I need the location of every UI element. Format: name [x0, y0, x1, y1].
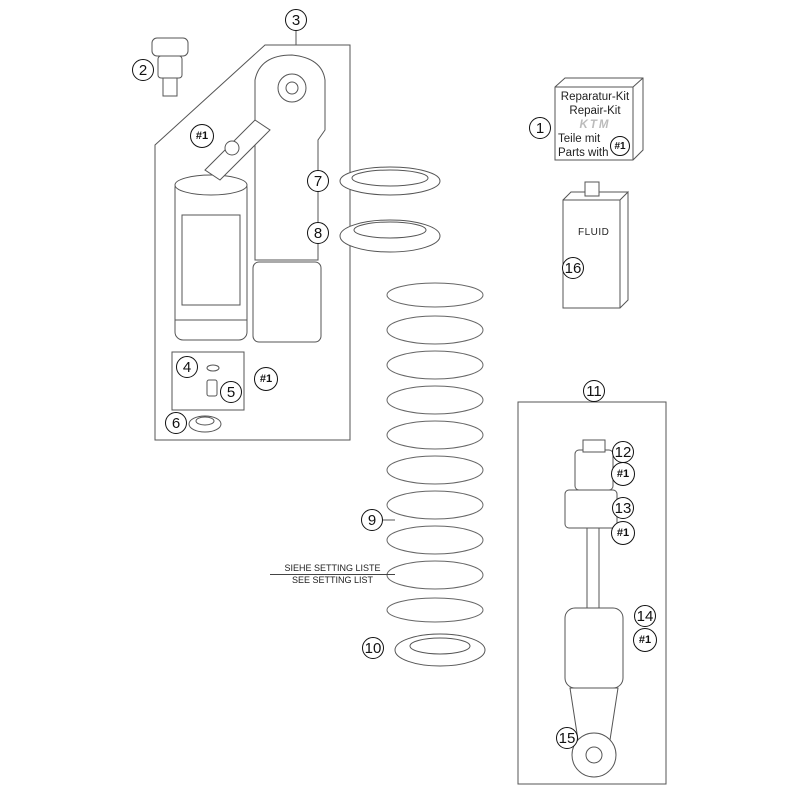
repair-kit-line-en: Repair-Kit [569, 105, 621, 117]
callout-14[interactable]: 14 [634, 605, 656, 627]
repair-kit-ref-marker: #1 [611, 521, 635, 545]
callout-12[interactable]: 12 [612, 441, 634, 463]
callout-6[interactable]: 6 [165, 412, 187, 434]
setting-note: SIEHE SETTING LISTE SEE SETTING LIST [270, 563, 395, 586]
callout-13[interactable]: 13 [612, 497, 634, 519]
adjuster-knob-drawing [151, 37, 189, 97]
callout-11[interactable]: 11 [583, 380, 605, 402]
fluid-bottle [562, 190, 629, 309]
callout-7[interactable]: 7 [307, 170, 329, 192]
callout-15[interactable]: 15 [556, 727, 578, 749]
callout-5[interactable]: 5 [220, 381, 242, 403]
parts-with-line-de: Teile mit [558, 133, 601, 145]
callout-9[interactable]: 9 [361, 509, 383, 531]
repair-kit-ref-marker: #1 [610, 136, 630, 156]
setting-note-de: SIEHE SETTING LISTE [270, 563, 395, 575]
damper-rod-drawing [564, 439, 624, 778]
repair-kit-label: Reparatur-Kit Repair-Kit KTM Teile mit P… [555, 90, 635, 160]
callout-3[interactable]: 3 [285, 9, 307, 31]
callout-2[interactable]: 2 [132, 59, 154, 81]
spring-drawing [386, 282, 484, 623]
setting-note-en: SEE SETTING LIST [291, 575, 374, 585]
repair-kit-line-de: Reparatur-Kit [560, 91, 630, 103]
callout-8[interactable]: 8 [307, 222, 329, 244]
callout-10[interactable]: 10 [362, 637, 384, 659]
repair-kit-ref-marker: #1 [633, 628, 657, 652]
repair-kit-ref-marker: #1 [254, 367, 278, 391]
repair-kit-ref-marker: #1 [190, 124, 214, 148]
fluid-label: FLUID [578, 227, 610, 238]
group-frame-11 [517, 401, 667, 785]
shock-body-drawing [174, 54, 326, 343]
repair-kit-ref-marker: #1 [611, 462, 635, 486]
ktm-logo: KTM [579, 119, 611, 131]
callout-16[interactable]: 16 [562, 257, 584, 279]
callout-4[interactable]: 4 [176, 356, 198, 378]
parts-with-line-en: Parts with [558, 147, 609, 159]
group-frame-4-5 [171, 351, 245, 411]
callout-1[interactable]: 1 [529, 117, 551, 139]
